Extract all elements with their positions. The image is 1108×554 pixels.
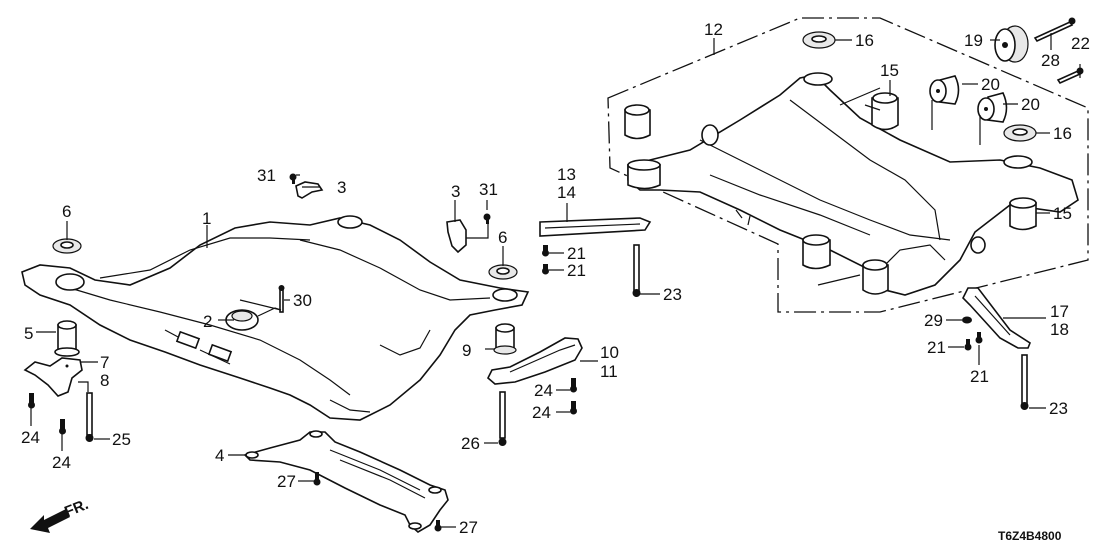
callout-24-c: 24 (534, 381, 553, 400)
callout-18: 18 (1050, 320, 1069, 339)
callout-21-c: 21 (927, 338, 946, 357)
bolt-part-21-d[interactable] (975, 332, 983, 344)
bolt-part-21-c[interactable] (964, 339, 972, 351)
callout-7: 7 (100, 353, 109, 372)
callout-3-upper: 3 (337, 178, 346, 197)
bushing-part-15-right[interactable] (1009, 197, 1037, 231)
front-arrow-icon (30, 509, 70, 533)
callout-13: 13 (557, 165, 576, 184)
callout-30: 30 (293, 291, 312, 310)
bolt-part-24-c[interactable] (570, 378, 577, 393)
callout-20-lower: 20 (1021, 95, 1040, 114)
callout-21-b: 21 (567, 261, 586, 280)
callout-labels: 1 2 3 3 4 5 6 6 7 8 9 10 11 12 13 14 15 … (21, 20, 1090, 537)
bushing-part-15-bottom-left[interactable] (802, 234, 831, 270)
rear-subframe[interactable] (627, 72, 1079, 296)
callout-28: 28 (1041, 51, 1060, 70)
callout-12: 12 (704, 20, 723, 39)
callout-11: 11 (600, 362, 618, 381)
bolt-part-27-a[interactable] (313, 472, 321, 486)
callout-31-middle: 31 (479, 180, 498, 199)
bolt-part-24-a[interactable] (28, 393, 35, 409)
bolt-part-31-left[interactable] (289, 173, 297, 185)
bolt-part-21-b[interactable] (542, 264, 549, 275)
crossmember-part-4[interactable] (243, 430, 449, 533)
callout-21-d: 21 (970, 367, 989, 386)
bolt-part-23-right[interactable] (1020, 354, 1029, 410)
callout-14: 14 (557, 183, 576, 202)
bolt-part-25[interactable] (85, 392, 94, 442)
bushing-part-20-upper[interactable] (929, 75, 960, 105)
callout-27-b: 27 (459, 518, 478, 537)
mount-part-6-middle[interactable] (488, 264, 518, 280)
callout-20-upper: 20 (981, 75, 1000, 94)
bushing-part-9[interactable] (493, 323, 517, 355)
callout-15-right: 15 (1053, 204, 1072, 223)
stiffener-part-10-11[interactable] (487, 337, 583, 385)
callout-15-top: 15 (880, 61, 899, 80)
bolt-part-31-middle[interactable] (483, 213, 491, 225)
callout-27-a: 27 (277, 472, 296, 491)
stiffener-part-17-18[interactable] (962, 287, 1031, 349)
front-direction-indicator: FR. (30, 496, 91, 533)
front-subframe[interactable] (21, 215, 530, 421)
callout-16-top: 16 (855, 31, 874, 50)
callout-23-middle: 23 (663, 285, 682, 304)
callout-4: 4 (215, 446, 224, 465)
diagram-code: T6Z4B4800 (998, 529, 1062, 543)
callout-16-right: 16 (1053, 124, 1072, 143)
callout-21-a: 21 (567, 244, 586, 263)
callout-26: 26 (461, 434, 480, 453)
bushing-part-5[interactable] (54, 320, 80, 357)
callout-23-right: 23 (1049, 399, 1068, 418)
callout-25: 25 (112, 430, 131, 449)
bushing-part-20-lower[interactable] (977, 92, 1008, 123)
mount-part-16-right[interactable] (1003, 124, 1037, 142)
bracket-part-7-8[interactable] (23, 357, 83, 397)
bolt-part-27-b[interactable] (434, 520, 442, 532)
bolt-part-21-a[interactable] (542, 245, 549, 257)
damper-part-19[interactable] (994, 25, 1029, 63)
callout-2: 2 (203, 312, 212, 331)
stiffener-part-13-14[interactable] (539, 217, 652, 237)
callout-24-d: 24 (532, 403, 551, 422)
callout-22: 22 (1071, 34, 1090, 53)
bolt-part-24-d[interactable] (570, 401, 577, 415)
bolt-part-23-middle[interactable] (632, 244, 641, 297)
callout-9: 9 (462, 341, 471, 360)
mount-part-16-top[interactable] (802, 31, 836, 49)
callout-6-left: 6 (62, 202, 71, 221)
bolt-part-26[interactable] (498, 391, 507, 446)
bolt-part-24-b[interactable] (59, 419, 66, 435)
bolt-part-28[interactable] (1033, 17, 1076, 43)
callout-6-middle: 6 (498, 228, 507, 247)
callout-10: 10 (600, 343, 619, 362)
callout-24-a: 24 (21, 428, 40, 447)
callout-5: 5 (24, 324, 33, 343)
bracket-part-3-middle[interactable] (446, 219, 467, 254)
callout-1: 1 (202, 209, 211, 228)
bolt-part-30[interactable] (278, 285, 285, 313)
callout-24-b: 24 (52, 453, 71, 472)
callout-8: 8 (100, 371, 109, 390)
bushing-part-15-left-top[interactable] (624, 104, 651, 140)
bushing-part-15-top[interactable] (871, 92, 899, 131)
bracket-part-3-upper[interactable] (295, 181, 324, 199)
callout-19: 19 (964, 31, 983, 50)
callout-3-middle: 3 (451, 182, 460, 201)
rear-subframe-group-outline (607, 17, 1089, 313)
front-direction-label: FR. (62, 496, 91, 521)
nut-part-29[interactable] (962, 316, 972, 324)
callout-17: 17 (1050, 302, 1069, 321)
callout-31-left: 31 (257, 166, 276, 185)
leader-lines (30, 33, 1081, 528)
callout-29: 29 (924, 311, 943, 330)
mount-part-6-left[interactable] (52, 238, 82, 254)
